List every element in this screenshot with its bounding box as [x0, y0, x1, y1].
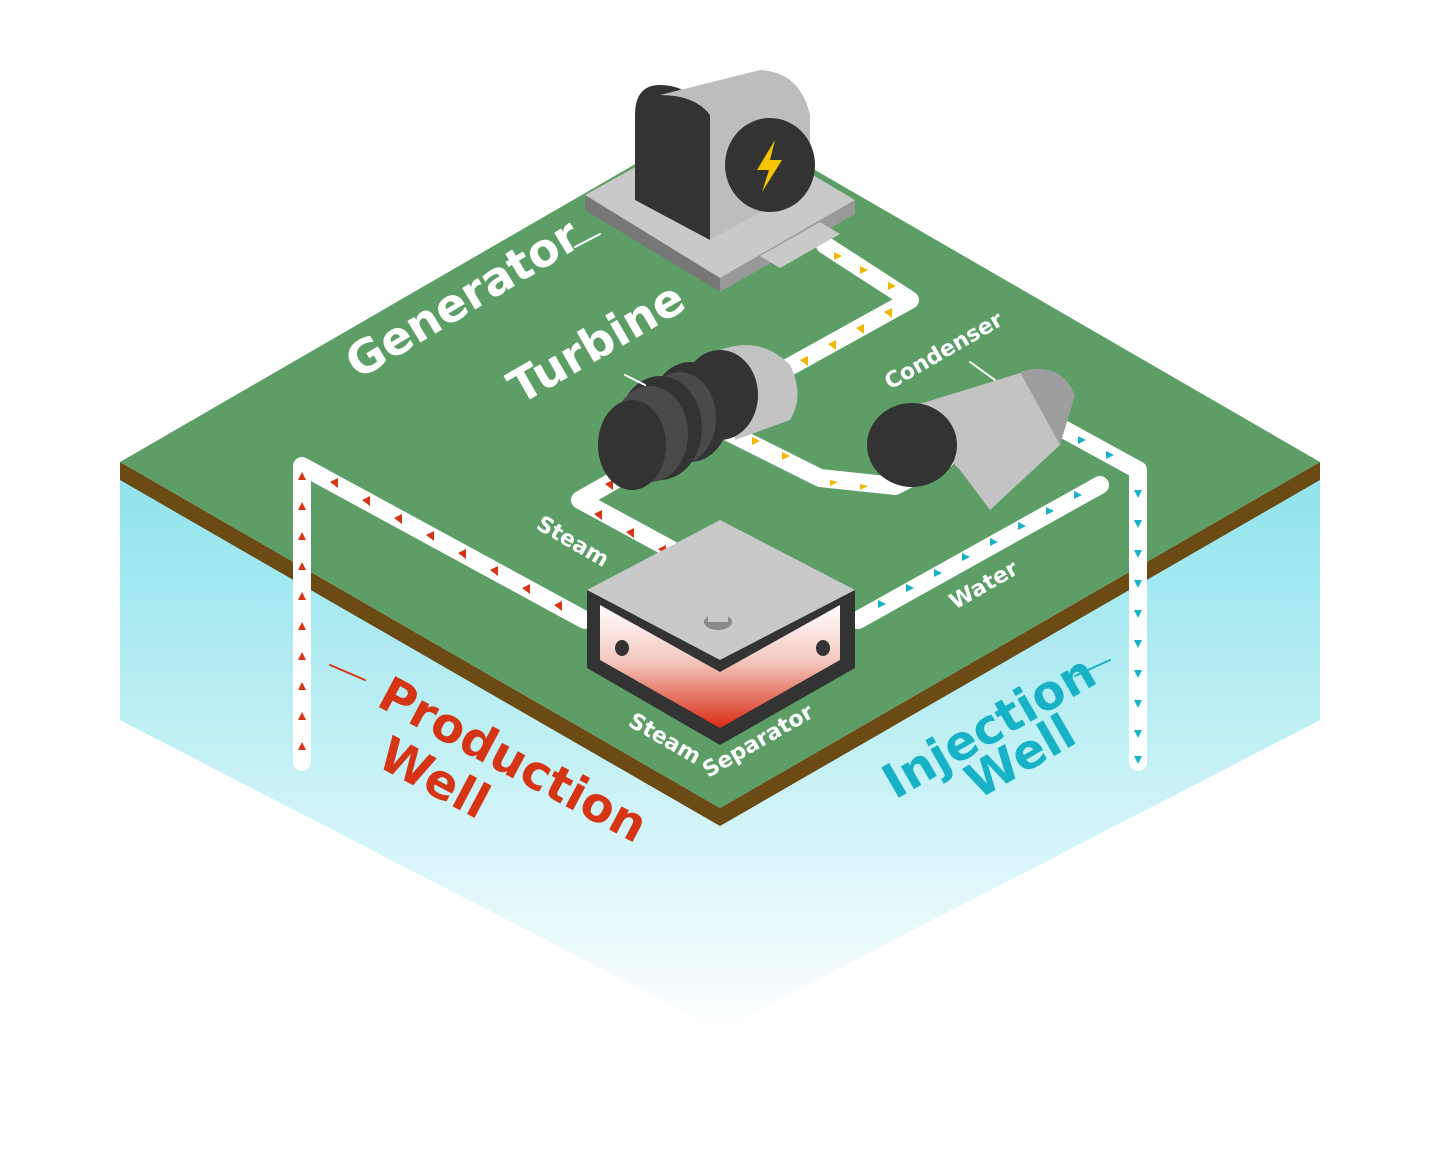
flow-arrows	[298, 252, 1142, 764]
generator	[585, 70, 855, 292]
leader-lines	[329, 233, 1111, 681]
generator-pipe	[771, 236, 919, 381]
underground-block	[120, 475, 1320, 1030]
water-pipe	[849, 476, 1109, 629]
condenser	[867, 368, 1075, 510]
steam-separator	[587, 520, 855, 745]
injection-pipe	[1056, 421, 1147, 771]
soil-edge-left	[120, 462, 720, 826]
ground-surface	[120, 115, 1320, 808]
turbine	[598, 345, 798, 490]
production-pipe	[293, 457, 594, 771]
soil-edge-right	[720, 462, 1320, 826]
lightning-bolt-icon	[757, 140, 782, 192]
